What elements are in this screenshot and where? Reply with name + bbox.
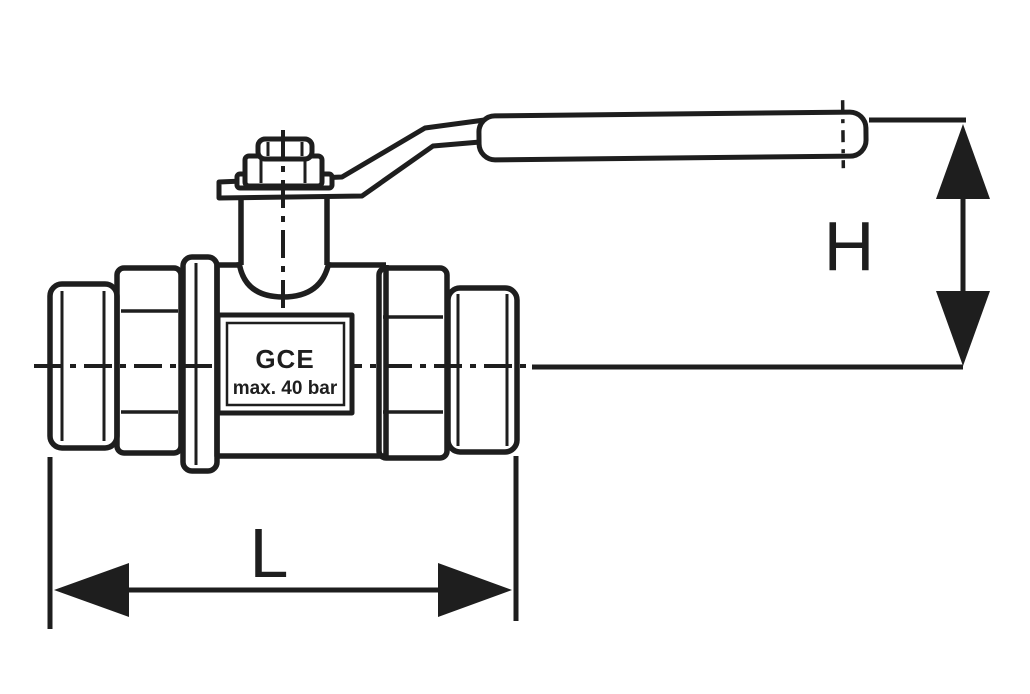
l-arrowhead-right — [438, 563, 512, 617]
valve-body — [47, 198, 520, 474]
bonnet-neck — [238, 198, 330, 265]
l-arrowhead-left — [54, 563, 129, 617]
label-box-inner — [225, 321, 346, 407]
right-thread-lines — [456, 294, 509, 446]
brand-text: GCE — [255, 344, 314, 374]
centerlines — [34, 130, 530, 368]
valve-handle — [216, 100, 869, 201]
dimension-H: H — [532, 117, 990, 370]
right-hex-nut — [376, 265, 450, 461]
l-label: L — [250, 514, 289, 592]
left-hex-nut — [114, 265, 184, 456]
h-label: H — [824, 207, 875, 285]
h-arrowhead-down — [936, 291, 990, 366]
rating-label-box: GCE max. 40 bar — [215, 312, 355, 416]
handle-grip — [476, 109, 869, 163]
h-arrowhead-up — [936, 124, 990, 199]
rating-text: max. 40 bar — [233, 378, 338, 399]
left-hex-flats — [121, 309, 178, 414]
grip-end-mark — [840, 100, 846, 169]
right-hex-flats — [383, 315, 443, 414]
right-thread-connector — [445, 285, 520, 455]
dimension-L: L — [47, 456, 519, 629]
label-box-outer — [215, 312, 355, 416]
stem-cap-facets — [266, 142, 304, 156]
stem-nut-facets — [259, 159, 307, 183]
